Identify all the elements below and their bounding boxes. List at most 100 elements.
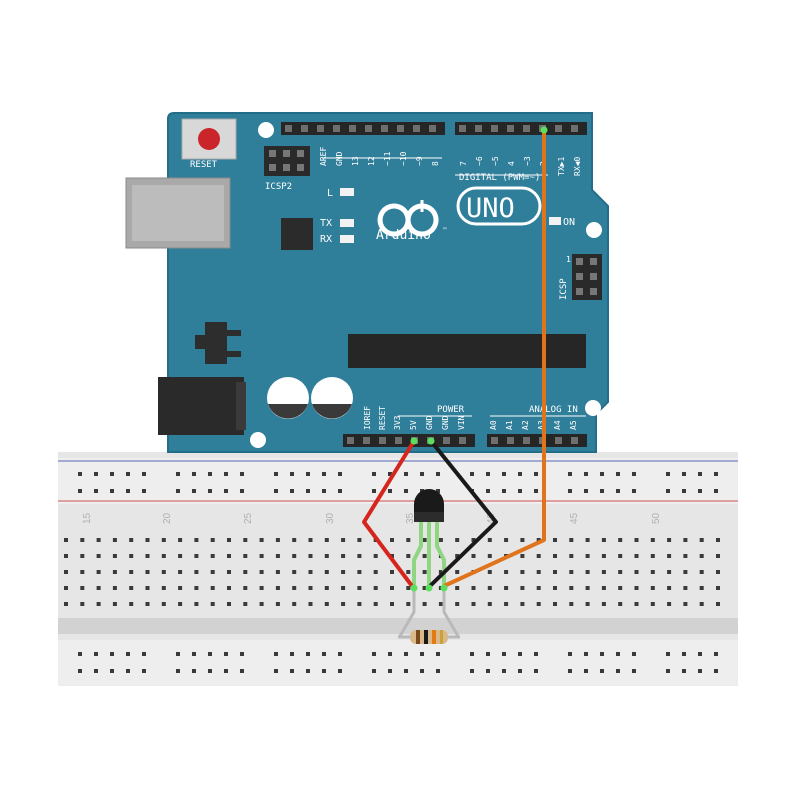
arduino-logo (377, 200, 439, 237)
breadboard-hole (714, 489, 718, 493)
breadboard-hole (568, 472, 572, 476)
breadboard-hole (78, 652, 82, 656)
breadboard-hole (161, 538, 166, 542)
pin-label: GND (441, 415, 450, 430)
pin-label: TX▶1 (557, 157, 566, 176)
breadboard-hole (194, 602, 199, 606)
led-label-tx: TX (320, 218, 332, 229)
breadboard-hole (96, 554, 101, 558)
breadboard-hole (194, 538, 199, 542)
capacitor (311, 377, 353, 419)
breadboard: 15 20 25 30 35 40 45 50 (58, 452, 738, 686)
pin-label: ~9 (415, 156, 424, 166)
breadboard-hole (306, 489, 310, 493)
reset-button[interactable] (181, 118, 237, 160)
header-pin (523, 437, 530, 444)
breadboard-hole (438, 538, 443, 542)
pin-label: GND (335, 151, 344, 166)
icsp-pin (576, 258, 583, 265)
center-channel (58, 618, 738, 634)
breadboard-hole (568, 489, 572, 493)
digital-pwm-label: DIGITAL (PWM=~) (459, 173, 540, 183)
header-digital-right (455, 122, 587, 135)
breadboard-hole (699, 554, 704, 558)
header-pin (347, 437, 354, 444)
led-l (340, 188, 354, 196)
breadboard-hole (455, 554, 460, 558)
breadboard-hole (292, 602, 297, 606)
pin-label: A2 (521, 420, 530, 430)
breadboard-hole (650, 554, 655, 558)
header-pin (459, 125, 466, 132)
breadboard-hole (390, 586, 394, 590)
breadboard-hole (308, 538, 313, 542)
breadboard-hole (569, 570, 574, 574)
breadboard-hole (534, 652, 538, 656)
breadboard-hole (372, 669, 376, 673)
uno-badge-outline (456, 186, 542, 226)
header-power (343, 434, 475, 447)
breadboard-hole (129, 602, 134, 606)
icsp2-header (264, 146, 310, 176)
pin-label: IOREF (363, 406, 372, 430)
breadboard-hole (486, 669, 490, 673)
breadboard-hole (112, 602, 117, 606)
breadboard-hole (584, 489, 588, 493)
breadboard-hole (210, 586, 215, 590)
breadboard-hole (634, 554, 639, 558)
resistor-icon[interactable] (410, 630, 448, 644)
breadboard-hole (227, 586, 231, 590)
breadboard-hole (406, 586, 411, 590)
breadboard-hole (373, 602, 378, 606)
pin-label: 3V3 (393, 415, 402, 430)
icsp-pin (576, 273, 583, 280)
breadboard-hole (600, 669, 604, 673)
arduino-brand-text: Arduino (376, 228, 431, 243)
breadboard-hole (240, 669, 244, 673)
breadboard-hole (142, 669, 146, 673)
breadboard-hole (487, 538, 492, 542)
breadboard-hole (698, 489, 702, 493)
to92-sensor-icon[interactable] (414, 489, 444, 522)
breadboard-hole (110, 472, 114, 476)
capacitor (267, 377, 309, 419)
capacitor-band (312, 404, 352, 419)
breadboard-hole (716, 554, 720, 558)
breadboard-hole (601, 586, 606, 590)
header-pin (475, 125, 482, 132)
breadboard-hole (404, 652, 408, 656)
breadboard-hole (142, 472, 146, 476)
breadboard-hole (714, 472, 718, 476)
breadboard-hole (406, 570, 411, 574)
breadboard-hole (390, 602, 394, 606)
breadboard-hole (404, 489, 408, 493)
regulator-tab (195, 335, 205, 349)
pin-label: 7 (459, 161, 468, 166)
breadboard-hole (518, 652, 522, 656)
breadboard-hole (553, 570, 557, 574)
breadboard-hole (64, 586, 68, 590)
breadboard-hole (420, 472, 424, 476)
breadboard-hole (372, 472, 376, 476)
breadboard-hole (112, 570, 117, 574)
resistor-leg (398, 588, 416, 637)
pin-label: 5V (409, 420, 418, 430)
breadboard-hole (126, 652, 130, 656)
breadboard-hole (274, 652, 278, 656)
breadboard-hole (601, 538, 606, 542)
breadboard-hole (388, 652, 392, 656)
breadboard-hole (338, 669, 342, 673)
analog-pin-labels: A0 A1 A2 A3 A4 A5 (489, 420, 578, 430)
breadboard-hole (618, 602, 623, 606)
header-pin (555, 125, 562, 132)
breadboard-hole (176, 669, 180, 673)
breadboard-hole (699, 538, 704, 542)
breadboard-hole (373, 570, 378, 574)
breadboard-hole (274, 489, 278, 493)
breadboard-hole (388, 489, 392, 493)
header-pin (363, 437, 370, 444)
breadboard-hole (80, 554, 85, 558)
breadboard-hole (683, 586, 688, 590)
column-number: 25 (243, 512, 254, 524)
breadboard-hole (667, 538, 672, 542)
